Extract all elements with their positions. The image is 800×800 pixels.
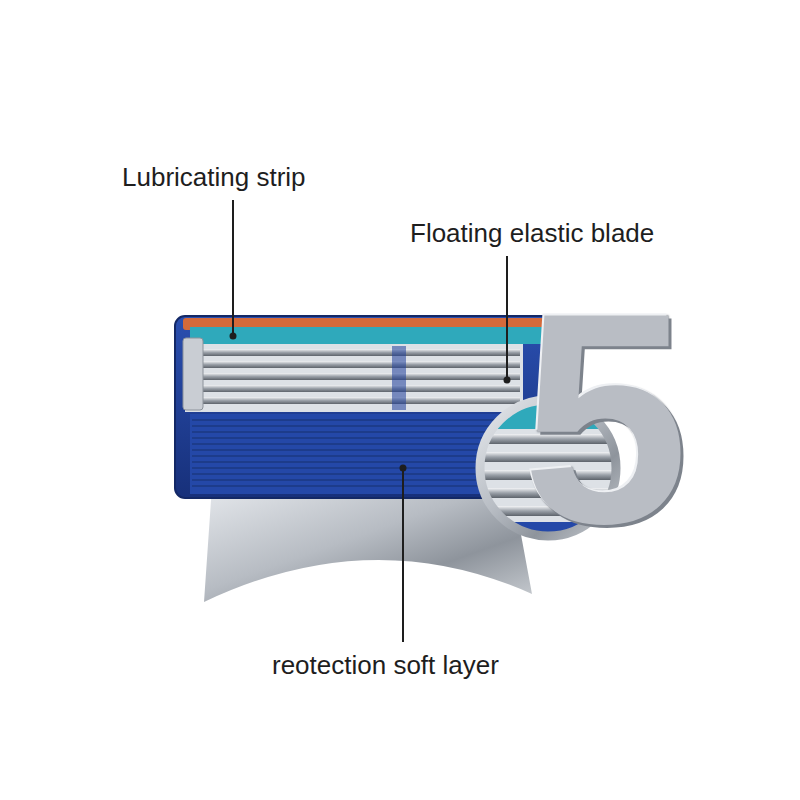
part-label: Floating elastic blade [410, 219, 654, 248]
cartridge-base [204, 486, 532, 602]
lubricating-strip-teal [190, 327, 552, 344]
model-number: 5 [522, 268, 689, 568]
blade-area [185, 344, 523, 412]
blades [200, 346, 520, 410]
blade-clip [183, 338, 203, 410]
part-label: Lubricating strip [122, 163, 306, 192]
leader-lines [231, 200, 510, 642]
protection-guard [190, 414, 524, 494]
guard-fins [192, 420, 522, 486]
part-label: reotection soft layer [272, 651, 499, 680]
